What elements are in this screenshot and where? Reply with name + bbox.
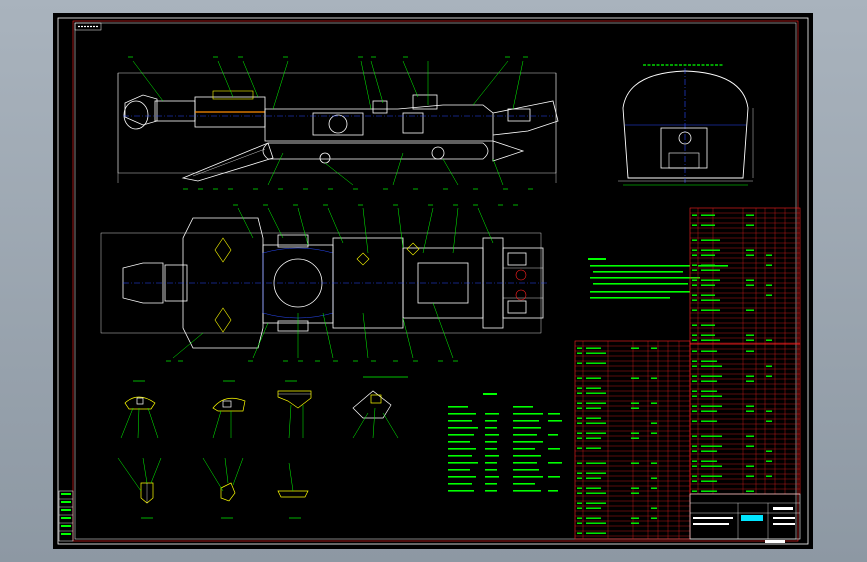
drawing-code-box — [74, 22, 102, 31]
parameter-table — [448, 393, 562, 492]
drawing-outer-frame — [57, 17, 809, 545]
drawing-canvas[interactable] — [53, 13, 813, 549]
section-detail-e — [117, 457, 162, 519]
section-details — [117, 376, 408, 519]
tunnel-section-view — [618, 64, 754, 186]
section-detail-a — [120, 380, 159, 439]
machine-side-view — [117, 56, 559, 190]
bill-of-materials — [574, 207, 801, 540]
machine-top-view — [100, 204, 548, 362]
section-detail-c — [277, 380, 312, 439]
drawing-border-line — [74, 22, 797, 540]
section-detail-d — [352, 376, 408, 439]
technical-notes — [588, 258, 728, 299]
sheet-label — [765, 540, 785, 543]
revision-strip — [58, 490, 74, 542]
cad-drawing[interactable] — [53, 13, 813, 549]
section-detail-b — [212, 380, 246, 439]
drawing-inner-frame — [72, 20, 799, 542]
title-block — [689, 493, 801, 540]
section-detail-g — [277, 462, 309, 519]
section-detail-f — [202, 457, 244, 519]
